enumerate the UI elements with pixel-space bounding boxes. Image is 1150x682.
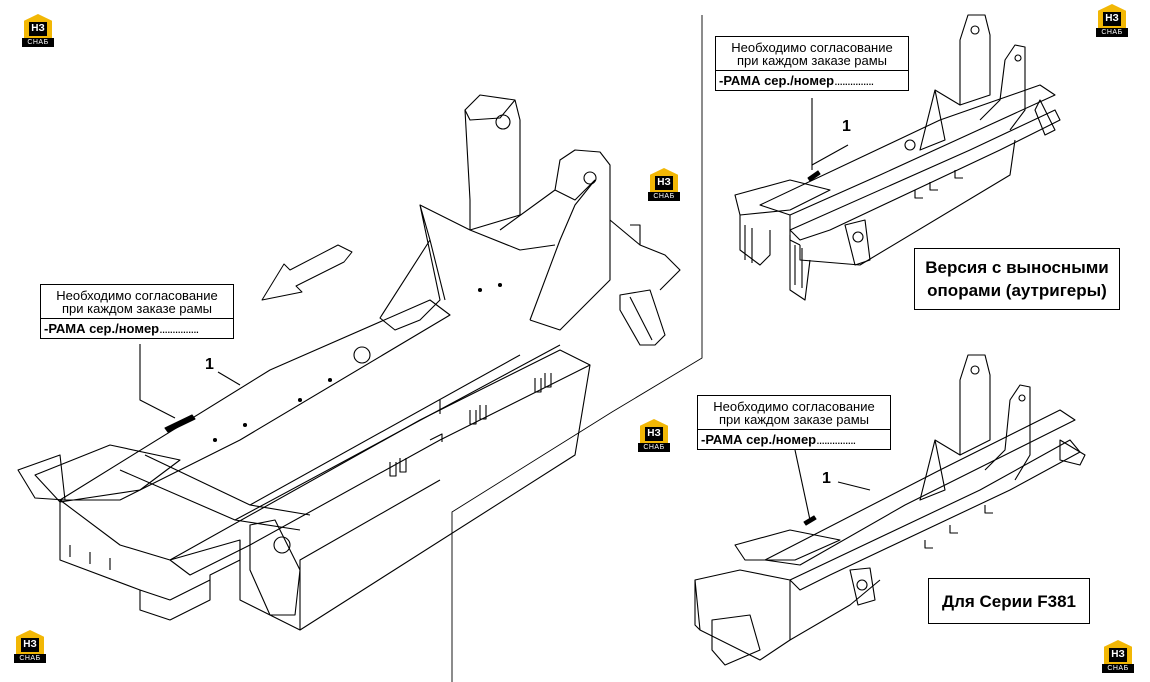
logo-subtitle: СНАБ (1102, 664, 1134, 673)
serial-plate (164, 414, 196, 433)
note-serial-label: -РАМА сер./номер (701, 432, 817, 447)
f381-frame-drawing (694, 354, 1086, 666)
logo-mark: НЗ (21, 638, 39, 652)
note-serial-row: -РАМА сер./номер............... (41, 319, 233, 338)
note-line-2: при каждом заказе рамы (61, 301, 213, 316)
note-serial-row: -РАМА сер./номер............... (698, 430, 890, 449)
callout-number-outrigger: 1 (842, 118, 851, 135)
note-line-1: Необходимо согласование (713, 399, 875, 414)
note-header: Необходимо согласование при каждом заказ… (698, 396, 890, 430)
logo-mark: НЗ (1103, 12, 1121, 26)
brand-logo-bottom-right: НЗ СНАБ (1100, 640, 1136, 674)
note-serial-row: -РАМА сер./номер............... (716, 71, 908, 90)
plate-leader-line (217, 371, 241, 386)
brand-logo-top-right: НЗ СНАБ (1094, 4, 1130, 38)
note-serial-dots: ............... (816, 432, 856, 447)
note-header: Необходимо согласование при каждом заказ… (716, 37, 908, 71)
logo-mark: НЗ (655, 176, 673, 190)
callout-number-f381: 1 (822, 470, 831, 487)
note-line-1: Необходимо согласование (731, 40, 893, 55)
note-serial-label: -РАМА сер./номер (44, 321, 160, 336)
note-header: Необходимо согласование при каждом заказ… (41, 285, 233, 319)
note-serial-label: -РАМА сер./номер (719, 73, 835, 88)
direction-arrow (261, 244, 353, 301)
logo-subtitle: СНАБ (638, 443, 670, 452)
caption-outrigger-version: Версия с выносными опорами (аутригеры) (914, 248, 1120, 310)
logo-mark: НЗ (1109, 648, 1127, 662)
caption-outrigger-line-1: Версия с выносными (925, 258, 1109, 277)
logo-mark: НЗ (29, 22, 47, 36)
outrigger-frame-drawing (734, 14, 1061, 301)
note-serial-dots: ............... (159, 321, 199, 336)
view-separator-line (451, 15, 703, 682)
logo-subtitle: СНАБ (14, 654, 46, 663)
note-serial-dots: ............... (834, 73, 874, 88)
brand-logo-bottom-left: НЗ СНАБ (12, 630, 48, 664)
brand-logo-center: НЗ СНАБ (646, 168, 682, 202)
note-line-2: при каждом заказе рамы (718, 412, 870, 427)
main-frame-drawing (17, 94, 681, 631)
logo-subtitle: СНАБ (1096, 28, 1128, 37)
caption-series-f381: Для Серии F381 (928, 578, 1090, 624)
logo-subtitle: СНАБ (648, 192, 680, 201)
logo-subtitle: СНАБ (22, 38, 54, 47)
brand-logo-top-left: НЗ СНАБ (20, 14, 56, 48)
approval-note-f381: Необходимо согласование при каждом заказ… (697, 395, 891, 450)
note-line-2: при каждом заказе рамы (736, 53, 888, 68)
approval-note-outrigger: Необходимо согласование при каждом заказ… (715, 36, 909, 91)
caption-outrigger-line-2: опорами (аутригеры) (927, 281, 1107, 300)
caption-series-text: Для Серии F381 (941, 591, 1077, 611)
logo-mark: НЗ (645, 427, 663, 441)
note-line-1: Необходимо согласование (56, 288, 218, 303)
brand-logo-middle: НЗ СНАБ (636, 419, 672, 453)
callout-number-main: 1 (205, 356, 214, 373)
approval-note-main: Необходимо согласование при каждом заказ… (40, 284, 234, 339)
